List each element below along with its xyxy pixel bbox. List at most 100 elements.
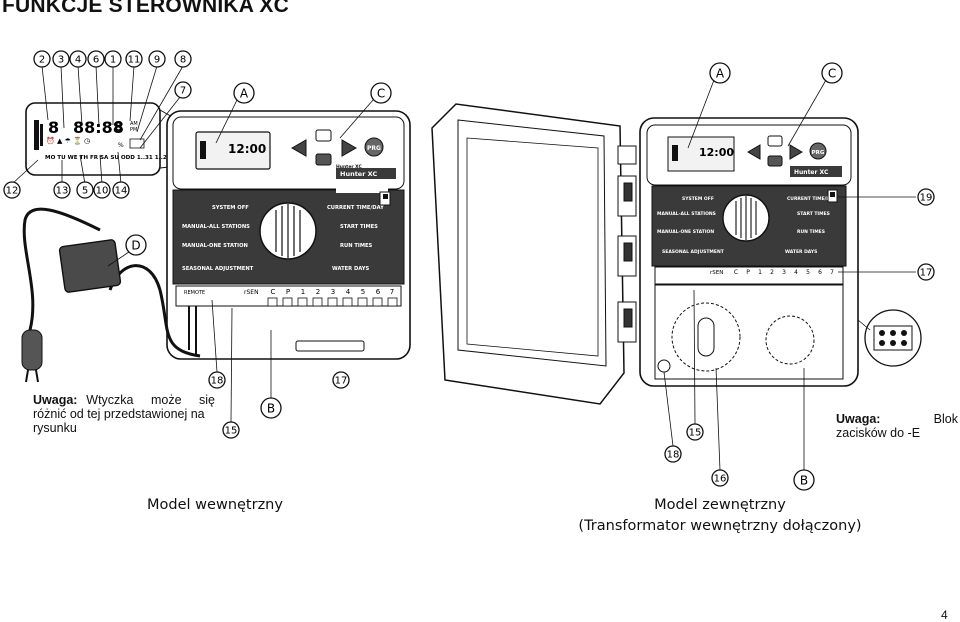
svg-text:WATER DAYS: WATER DAYS (332, 266, 370, 272)
svg-text:WATER DAYS: WATER DAYS (785, 249, 817, 255)
svg-text:⏰ ▲ ☂ ⏳ ◷: ⏰ ▲ ☂ ⏳ ◷ (46, 136, 91, 145)
svg-text:PRG: PRG (367, 145, 381, 152)
lcd-day-row: MO TU WE TH FR SA SU ODD 1..31 1..29 (45, 155, 171, 161)
svg-text:3: 3 (782, 269, 786, 276)
callout-7: 7 (180, 86, 186, 97)
svg-text:MANUAL-ALL STATIONS: MANUAL-ALL STATIONS (657, 211, 716, 217)
svg-text:7: 7 (830, 269, 834, 276)
svg-text:P: P (286, 288, 290, 296)
svg-text:SEASONAL ADJUSTMENT: SEASONAL ADJUSTMENT (182, 266, 254, 272)
indoor-controller: 12:00 PRG A C Hunter XC Hunter XC RUN SY… (166, 82, 411, 360)
callout-16: 16 (714, 474, 727, 485)
svg-text:START TIMES: START TIMES (797, 211, 830, 217)
svg-text:rSEN: rSEN (244, 289, 259, 296)
callout-A-left: A (240, 87, 249, 101)
svg-text:Hunter XC: Hunter XC (336, 164, 362, 170)
plug-transformer: D (21, 207, 201, 383)
callout-8: 8 (180, 55, 186, 66)
callout-D: D (131, 239, 140, 253)
svg-text:SYSTEM OFF: SYSTEM OFF (212, 205, 249, 211)
svg-text:2: 2 (770, 269, 774, 276)
svg-text:88:88: 88:88 (73, 118, 124, 137)
note-terminal-label: Uwaga: (836, 412, 881, 426)
svg-text:P: P (746, 269, 750, 276)
note-terminal-text2: zacisków do -E (836, 426, 921, 440)
svg-text:CURRENT TIME/DAY: CURRENT TIME/DAY (327, 205, 384, 211)
svg-text:REMOTE: REMOTE (184, 290, 205, 296)
note-plug: Uwaga: Wtyczka może się różnić od tej pr… (33, 393, 215, 435)
svg-text:MANUAL-ONE STATION: MANUAL-ONE STATION (182, 243, 248, 249)
svg-text:RUN TIMES: RUN TIMES (797, 229, 825, 235)
svg-text:RUN: RUN (283, 184, 294, 190)
callout-17-left: 17 (335, 376, 348, 387)
note-plug-text1: Wtyczka może się (86, 393, 215, 407)
callout-18-left: 18 (211, 376, 224, 387)
note-terminal: Uwaga: Blok zacisków do -E (836, 412, 958, 440)
callout-15-left: 15 (225, 426, 238, 437)
callout-12: 12 (6, 186, 19, 197)
svg-text:PRG: PRG (812, 150, 825, 156)
svg-text:1: 1 (301, 288, 305, 296)
callout-1: 1 (110, 55, 116, 66)
svg-text:%: % (118, 142, 124, 149)
lcd-time: 12:00 (228, 142, 266, 156)
callout-5: 5 (82, 186, 88, 197)
callout-2: 2 (39, 55, 45, 66)
svg-text:7: 7 (390, 288, 394, 296)
callout-17-right: 17 (920, 268, 933, 279)
page-number: 4 (941, 608, 948, 622)
callout-4: 4 (75, 55, 81, 66)
note-plug-text3: rysunku (33, 421, 77, 435)
svg-text:6: 6 (376, 288, 381, 296)
svg-text:2: 2 (316, 288, 320, 296)
note-plug-text2: różnić od tej przedstawionej na (33, 407, 205, 421)
page-title: FUNKCJE STEROWNIKA XC (2, 0, 289, 17)
callout-6: 6 (93, 55, 99, 66)
svg-text:5: 5 (806, 269, 810, 276)
lcd-time-outdoor: 12:00 (699, 146, 734, 159)
caption-outdoor-sub: (Transformator wewnętrzny dołączony) (578, 518, 862, 534)
svg-text:6: 6 (818, 269, 822, 276)
callout-11: 11 (128, 55, 141, 66)
callout-18-right: 18 (667, 450, 680, 461)
callout-10: 10 (96, 186, 109, 197)
svg-text:4: 4 (794, 269, 798, 276)
svg-text:5: 5 (361, 288, 365, 296)
callout-C-left: C (377, 87, 385, 101)
outdoor-controller: 12:00 PRG Hunter XC SYSTEM OFF MANUAL-AL… (431, 103, 922, 405)
note-plug-label: Uwaga: (33, 393, 78, 407)
svg-text:8: 8 (114, 120, 123, 135)
callout-14: 14 (115, 186, 128, 197)
svg-text:C: C (734, 269, 738, 276)
svg-text:AM: AM (130, 121, 138, 127)
svg-text:Hunter XC: Hunter XC (340, 170, 377, 178)
svg-text:MANUAL-ONE STATION: MANUAL-ONE STATION (657, 229, 714, 235)
callout-19: 19 (920, 193, 933, 204)
note-terminal-text1: Blok (933, 412, 958, 426)
callout-B-right: B (800, 474, 808, 488)
svg-text:START TIMES: START TIMES (340, 224, 378, 230)
svg-text:C: C (271, 288, 276, 296)
svg-text:RUN TIMES: RUN TIMES (340, 243, 373, 249)
caption-outdoor: Model zewnętrzny (654, 497, 786, 513)
svg-text:rSEN: rSEN (710, 270, 723, 276)
svg-text:CURRENT TIME/DAY: CURRENT TIME/DAY (787, 196, 837, 202)
svg-text:SEASONAL ADJUSTMENT: SEASONAL ADJUSTMENT (662, 249, 725, 255)
callout-C-right: C (828, 67, 836, 81)
svg-text:1: 1 (758, 269, 762, 276)
callout-15-right: 15 (689, 428, 702, 439)
callout-13: 13 (56, 186, 69, 197)
callout-B-left: B (267, 402, 275, 416)
svg-text:MANUAL-ALL STATIONS: MANUAL-ALL STATIONS (182, 224, 250, 230)
callout-A-right: A (716, 67, 725, 81)
svg-text:8: 8 (48, 118, 59, 137)
svg-text:4: 4 (346, 288, 351, 296)
svg-text:SYSTEM OFF: SYSTEM OFF (682, 196, 714, 202)
caption-indoor: Model wewnętrzny (147, 497, 283, 513)
svg-text:PM: PM (130, 127, 137, 133)
callout-9: 9 (154, 55, 160, 66)
svg-text:3: 3 (331, 288, 335, 296)
svg-text:Hunter XC: Hunter XC (794, 169, 829, 176)
callout-3: 3 (58, 55, 64, 66)
